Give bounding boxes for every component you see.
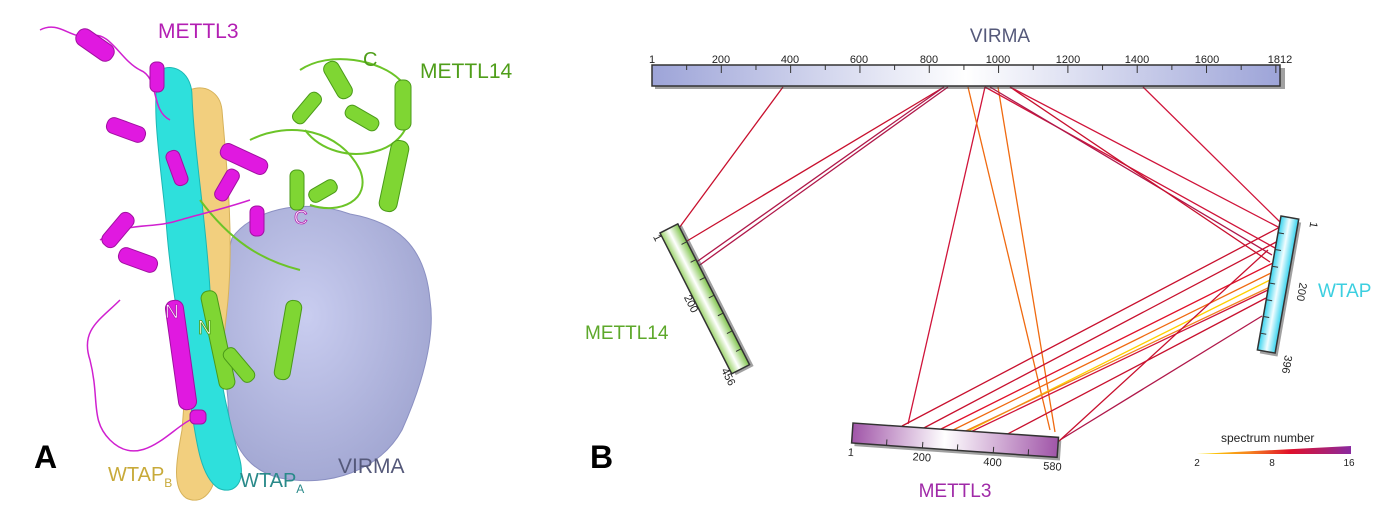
wtap-b-label: WTAPB	[108, 464, 172, 490]
crosslink	[919, 239, 1281, 431]
crosslink	[934, 261, 1276, 433]
mettl14-bar: 1 200 456	[650, 222, 754, 388]
crosslink	[989, 86, 1273, 256]
virma-tick-label: 400	[781, 54, 799, 66]
mettl3-tick-label: 400	[983, 456, 1002, 469]
virma-tick-label: 1400	[1125, 54, 1149, 66]
structure-panel: METTL3 METTL14 C C N N VIRMA WTAPB WTAPA…	[34, 20, 513, 501]
legend-tick-label: 2	[1194, 458, 1200, 469]
panel-a-label: A	[34, 439, 57, 475]
crosslink	[667, 86, 784, 244]
wtap-name: WTAP	[1318, 281, 1371, 302]
mettl3-minor-ticks	[886, 439, 1030, 456]
wtap-minor-ticks	[1260, 232, 1285, 335]
legend-title: spectrum number	[1221, 431, 1314, 445]
crosslink	[1009, 86, 1271, 263]
mettl3-name: METTL3	[919, 481, 992, 502]
virma-tick-label: 1200	[1056, 54, 1080, 66]
virma-name: VIRMA	[970, 26, 1031, 47]
virma-tick-label: 1812	[1268, 54, 1292, 66]
mettl3-tick-label: 1	[847, 447, 854, 459]
mettl3-tick-label: 200	[912, 451, 931, 464]
crosslink-map-panel: B	[585, 26, 1371, 502]
crosslink	[959, 289, 1269, 438]
wtap-bar: 1 200 396	[1256, 215, 1320, 374]
mettl3-n-terminus-label: N	[165, 302, 179, 323]
legend-tick-label: 16	[1343, 458, 1355, 469]
crosslink	[687, 86, 945, 269]
mettl14-structure	[199, 58, 412, 390]
crosslink	[944, 271, 1274, 435]
virma-tick-label: 1600	[1195, 54, 1219, 66]
mettl14-name: METTL14	[585, 323, 669, 344]
crosslinks	[667, 86, 1283, 443]
wtap-bar-body	[1256, 215, 1300, 354]
panel-b-label: B	[590, 439, 613, 475]
virma-tick-label: 600	[850, 54, 868, 66]
crosslink	[907, 86, 986, 425]
legend-tick-label: 8	[1269, 458, 1275, 469]
crosslink	[954, 285, 1273, 437]
mettl3-tick-label: 580	[1043, 460, 1062, 473]
crosslink	[999, 297, 1267, 439]
wtap-tick-label: 200	[1294, 282, 1309, 302]
mettl3-bar: 1 200 400 580	[847, 422, 1062, 474]
spectrum-legend: spectrum number 2 8 16	[1194, 431, 1355, 469]
virma-tick-label: 1000	[986, 54, 1010, 66]
virma-bar: 1 200 400 600 800 1000 1200 1400 1600 18…	[649, 26, 1292, 89]
crosslink	[997, 86, 1056, 433]
mettl14-bar-body	[658, 222, 751, 375]
wtap-a-label: WTAPA	[240, 470, 304, 496]
crosslink	[1057, 249, 1269, 443]
mettl14-n-terminus-label: N	[198, 318, 212, 339]
mettl14-minor-ticks	[681, 241, 742, 352]
crosslink	[671, 86, 945, 251]
crosslink	[1009, 86, 1281, 229]
virma-surface	[222, 205, 432, 482]
legend-gradient-wedge	[1197, 446, 1351, 454]
mettl3-label: METTL3	[158, 20, 239, 43]
mettl14-label: METTL14	[420, 60, 513, 83]
wtap-tick-label: 396	[1279, 354, 1294, 374]
virma-label: VIRMA	[338, 455, 405, 478]
virma-bar-body	[651, 64, 1281, 87]
mettl3-structure	[39, 26, 269, 452]
mettl14-c-terminus-label: C	[363, 49, 377, 71]
crosslink	[1142, 86, 1281, 223]
wtap-tick-label: 1	[1307, 221, 1320, 229]
virma-tick-label: 800	[920, 54, 938, 66]
mettl14-tick-label: 1	[650, 233, 663, 244]
mettl3-bar-body	[850, 422, 1060, 459]
crosslink	[967, 86, 1051, 431]
virma-tick-label: 1	[649, 54, 655, 66]
crosslink	[689, 86, 949, 273]
virma-tick-label: 200	[712, 54, 730, 66]
crosslink	[901, 225, 1283, 427]
virma-minor-ticks	[686, 65, 1277, 73]
mettl3-c-terminus-label: C	[294, 208, 308, 229]
crosslink	[1059, 315, 1263, 441]
